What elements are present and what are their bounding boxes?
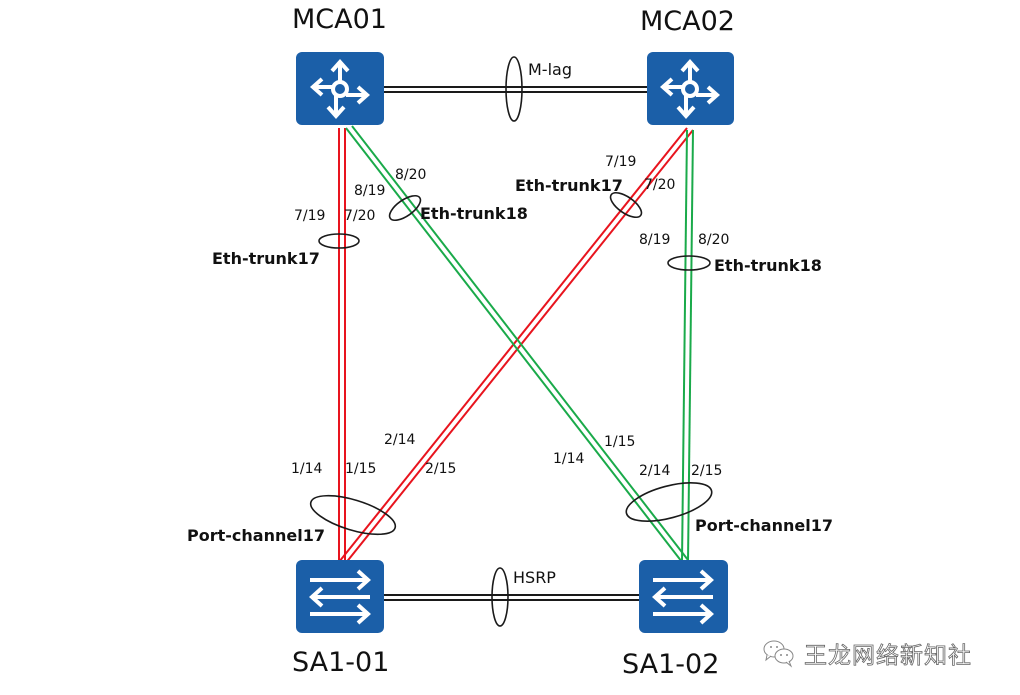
device-sa101[interactable] — [296, 560, 384, 633]
port-label: 2/14 — [639, 463, 671, 479]
port-label: 2/14 — [384, 432, 416, 448]
hsrp-link — [384, 567, 644, 627]
device-label-sa101: SA1-01 — [292, 647, 390, 678]
bundle-mca02-trunk17-ellipse — [609, 191, 643, 219]
bundle-mca02-trunk18-ellipse — [667, 255, 711, 271]
bundle-mca01-trunk17-ellipse — [318, 233, 360, 249]
port-label: 8/19 — [354, 183, 386, 199]
link-mca01-sa101 — [338, 128, 346, 562]
bundle-label-sa102-pc17: Port-channel17 — [695, 516, 833, 535]
bundle-label-mca02-trunk18: Eth-trunk18 — [714, 256, 822, 275]
port-label: 1/14 — [291, 461, 323, 477]
mlag-link — [384, 56, 648, 122]
port-label: 7/20 — [344, 208, 376, 224]
device-label-sa102: SA1-02 — [622, 649, 720, 680]
device-label-mca02: MCA02 — [640, 6, 735, 37]
port-label: 8/19 — [639, 232, 671, 248]
port-label: 1/15 — [345, 461, 377, 477]
bundle-label-mca01-trunk17: Eth-trunk17 — [212, 249, 320, 268]
port-label: 8/20 — [698, 232, 730, 248]
port-label: 1/15 — [604, 434, 636, 450]
device-mca02[interactable] — [647, 52, 734, 125]
device-mca01[interactable] — [296, 52, 384, 125]
watermark-text: 王龙网络新知社 — [804, 643, 972, 670]
port-label: 2/15 — [425, 461, 457, 477]
port-label: 7/19 — [605, 154, 637, 170]
port-label: 7/20 — [644, 177, 676, 193]
mlag-label: M-lag — [528, 60, 572, 79]
hsrp-label: HSRP — [513, 568, 556, 587]
bundle-mca01-trunk18-ellipse — [388, 194, 422, 222]
bundle-label-mca02-trunk17: Eth-trunk17 — [515, 176, 623, 195]
switch-icon — [651, 569, 715, 625]
port-label: 1/14 — [553, 451, 585, 467]
bundle-sa102-pc17-ellipse — [625, 482, 713, 522]
switch-icon — [308, 569, 372, 625]
port-label: 8/20 — [395, 167, 427, 183]
wechat-icon — [763, 640, 794, 668]
bundle-label-sa101-pc17: Port-channel17 — [187, 526, 325, 545]
bundle-sa101-pc17-ellipse — [309, 494, 397, 536]
watermark: 王龙网络新知社 — [762, 636, 972, 670]
port-label: 7/19 — [294, 208, 326, 224]
bundle-label-mca01-trunk18: Eth-trunk18 — [420, 204, 528, 223]
device-sa102[interactable] — [639, 560, 728, 633]
port-label: 2/15 — [691, 463, 723, 479]
device-label-mca01: MCA01 — [292, 4, 387, 35]
link-mca02-sa102 — [681, 129, 694, 563]
